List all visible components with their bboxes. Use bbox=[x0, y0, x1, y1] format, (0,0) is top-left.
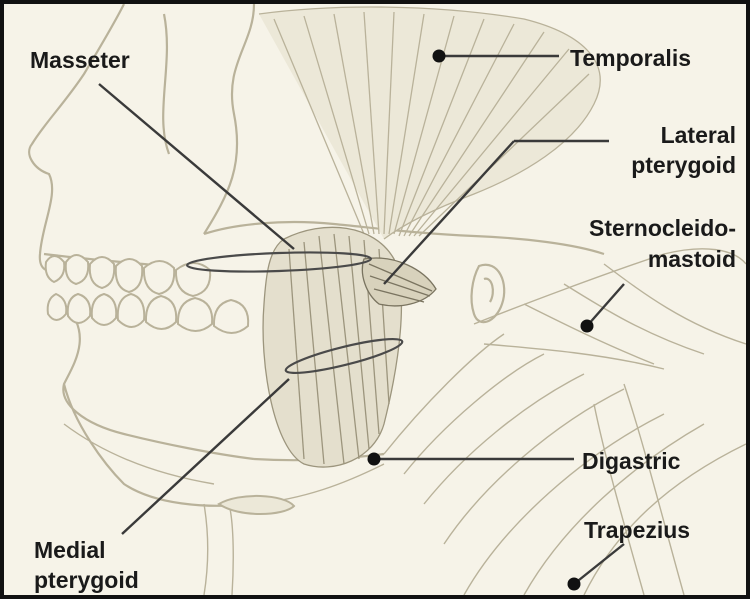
upper-teeth bbox=[46, 255, 211, 296]
label-medial-pterygoid-line1: Medial bbox=[34, 536, 106, 564]
head-neck-muscle-illustration bbox=[4, 4, 746, 595]
label-sternocleidomastoid-line2: mastoid bbox=[524, 245, 736, 273]
sternocleidomastoid-dot bbox=[581, 320, 594, 333]
trapezius-dot bbox=[568, 578, 581, 591]
masseter-leader bbox=[99, 84, 294, 249]
temporalis-muscle bbox=[259, 7, 600, 239]
lateral-pterygoid-muscle bbox=[362, 258, 436, 306]
label-sternocleidomastoid-line1: Sternocleido- bbox=[524, 214, 736, 242]
label-temporalis: Temporalis bbox=[570, 44, 691, 72]
label-medial-pterygoid-line2: pterygoid bbox=[34, 566, 139, 594]
trapezius-leader bbox=[574, 544, 624, 584]
label-digastric: Digastric bbox=[582, 447, 680, 475]
label-lateral-pterygoid-line1: Lateral bbox=[604, 121, 736, 149]
label-lateral-pterygoid-line2: pterygoid bbox=[604, 151, 736, 179]
sternocleidomastoid-leader bbox=[587, 284, 624, 326]
label-trapezius: Trapezius bbox=[584, 516, 690, 544]
digastric-dot bbox=[368, 453, 381, 466]
temporalis-dot bbox=[433, 50, 446, 63]
label-masseter: Masseter bbox=[30, 46, 130, 74]
